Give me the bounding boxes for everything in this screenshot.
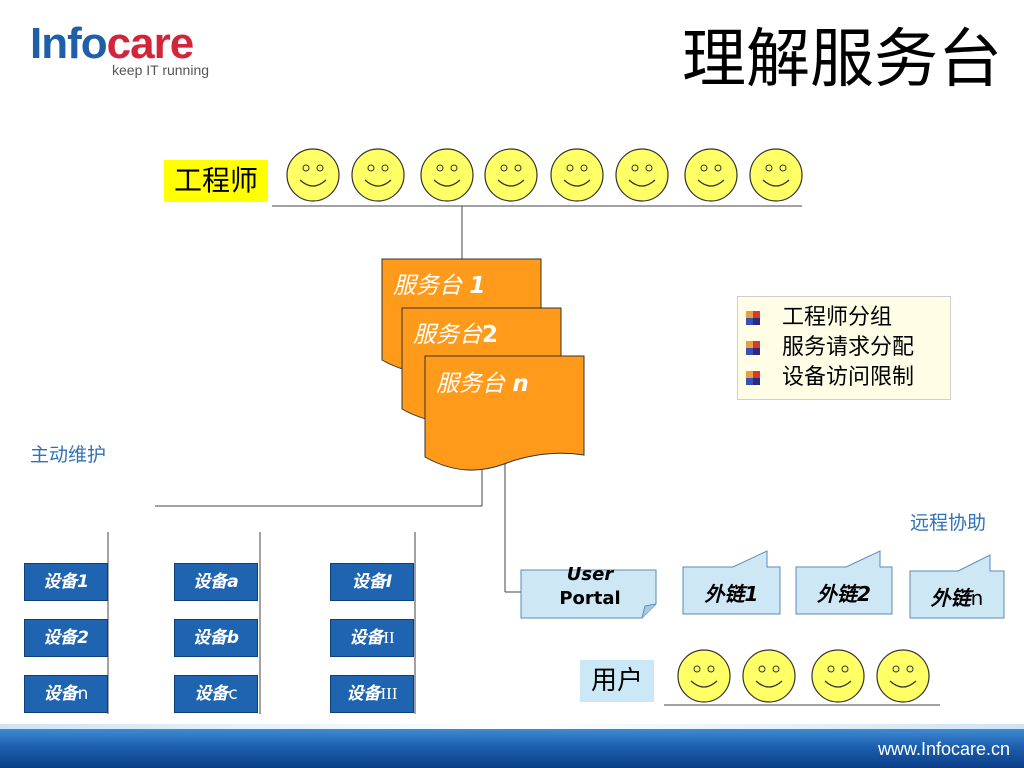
legend-item-text: 服务请求分配 [782, 335, 915, 360]
logo: Infocare [30, 19, 195, 68]
device-box: 设备b [174, 619, 258, 657]
user-smileys [677, 649, 930, 703]
logo-tagline: keep IT running [112, 62, 210, 78]
logo-brand-b: care [106, 19, 195, 68]
service-desk-n-shape [424, 355, 585, 471]
smiley-face-icon [876, 649, 930, 703]
logo-brand-a: Info [30, 19, 108, 68]
smiley-face-icon [615, 148, 669, 202]
device-box: 设备a [174, 563, 258, 601]
service-desk-1-num: 1 [469, 273, 486, 299]
footer-bar [0, 729, 1024, 768]
bullet-icon [746, 371, 760, 385]
ext-link-n-shape [909, 554, 1005, 619]
service-desk-1-label: 服务台 1 [393, 266, 485, 300]
device-box: 设备n [24, 675, 108, 713]
engineer-label: 工程师 [164, 160, 268, 202]
smiley-face-icon [351, 148, 405, 202]
ext-link-1-shape [682, 550, 781, 615]
remote-assist-label: 远程协助 [910, 512, 987, 534]
ext-link-2[interactable]: 外链2 [817, 582, 871, 606]
engineer-smileys [286, 148, 803, 202]
service-desk-n-num: n [512, 371, 529, 397]
footer-stripe [0, 724, 1024, 729]
service-desk-2-text: 服务台 [413, 322, 482, 348]
smiley-face-icon [677, 649, 731, 703]
device-box: 设备2 [24, 619, 108, 657]
smiley-face-icon [484, 148, 538, 202]
device-box: 设备c [174, 675, 258, 713]
service-desk-2-num: 2 [482, 322, 499, 348]
device-box: 设备II [330, 619, 414, 657]
page-title: 理解服务台 [682, 23, 1002, 97]
smiley-face-icon [286, 148, 340, 202]
smiley-face-icon [684, 148, 738, 202]
user-portal[interactable]: User Portal [530, 563, 650, 611]
smiley-face-icon [749, 148, 803, 202]
smiley-face-icon [420, 148, 474, 202]
bullet-icon [746, 311, 760, 325]
service-desk-n-label: 服务台 n [436, 364, 529, 398]
legend-item-text: 工程师分组 [782, 305, 893, 330]
legend-item-text: 设备访问限制 [782, 365, 915, 390]
device-box: 设备I [330, 563, 414, 601]
user-portal-line2: Portal [559, 588, 621, 609]
legend-item: 服务请求分配 [746, 333, 950, 363]
device-box: 设备1 [24, 563, 108, 601]
feature-legend: 工程师分组 服务请求分配 设备访问限制 [737, 296, 951, 400]
smiley-face-icon [550, 148, 604, 202]
user-label: 用户 [580, 660, 654, 702]
smiley-face-icon [742, 649, 796, 703]
service-desk-1-text: 服务台 [393, 273, 470, 299]
ext-link-2-shape [795, 550, 893, 615]
ext-link-1[interactable]: 外链1 [704, 582, 759, 606]
smiley-face-icon [811, 649, 865, 703]
ext-link-n[interactable]: 外链n [930, 586, 984, 610]
legend-item: 设备访问限制 [746, 363, 950, 393]
device-box: 设备III [330, 675, 414, 713]
proactive-maintenance-label: 主动维护 [30, 444, 107, 466]
service-desk-2-label: 服务台2 [413, 315, 498, 349]
bullet-icon [746, 341, 760, 355]
footer-url[interactable]: www.Infocare.cn [877, 739, 1010, 759]
user-portal-line1: User [566, 564, 614, 585]
service-desk-n-text: 服务台 [436, 371, 513, 397]
legend-item: 工程师分组 [746, 303, 950, 333]
user-portal-fold [641, 603, 657, 619]
